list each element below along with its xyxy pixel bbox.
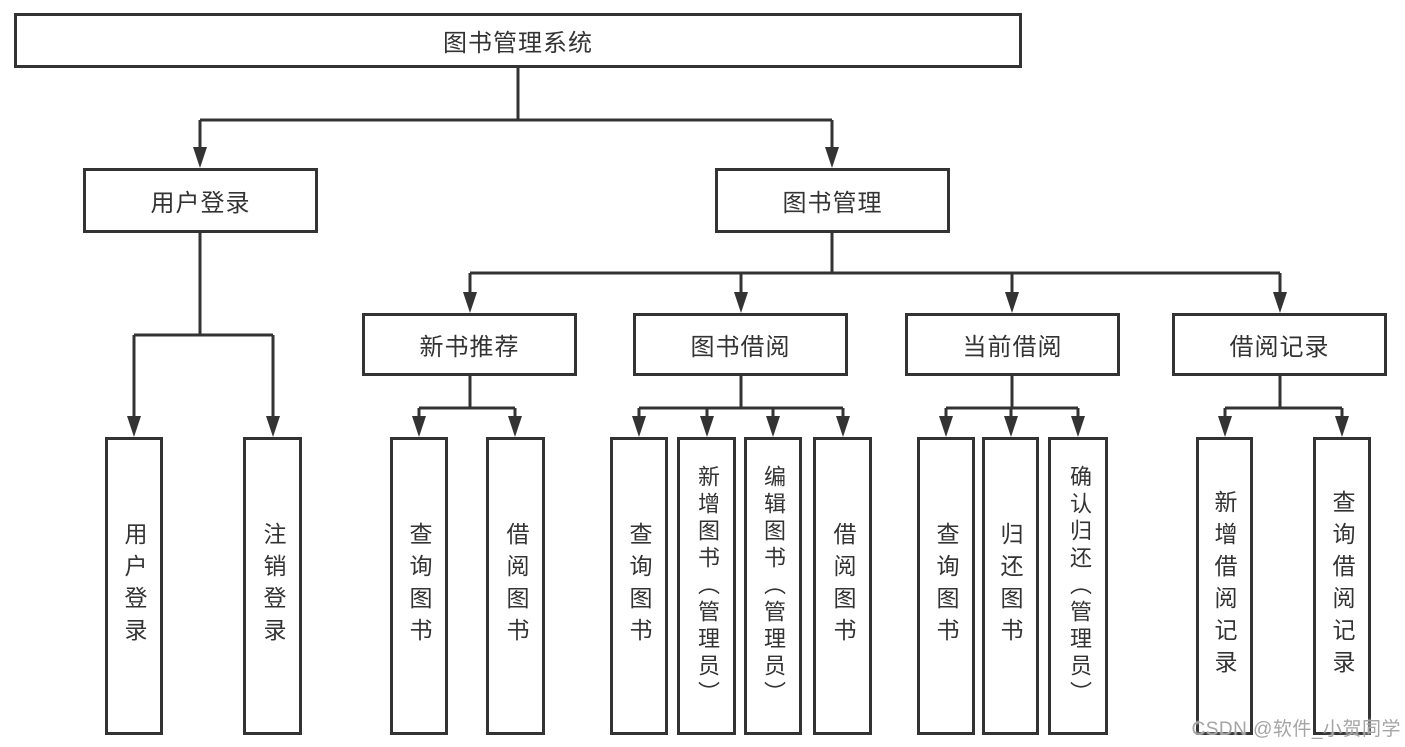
- leaf-recommend-borrow-book: 借阅图书: [486, 437, 545, 735]
- arrowhead: [734, 292, 748, 313]
- node-new-book-recommend: 新书推荐: [362, 313, 577, 376]
- leaf-current-return-book: 归还图书: [982, 437, 1039, 735]
- arrowhead: [632, 416, 646, 437]
- leaf-borrow-query-book: 查询图书: [610, 437, 668, 735]
- arrowhead: [836, 416, 850, 437]
- leaf-borrow-edit-book-admin: 编辑图书（管理员）: [744, 437, 802, 735]
- connector-new-book-recommend-to-children: [412, 376, 522, 437]
- leaf-borrow-borrow-book: 借阅图书: [813, 437, 872, 735]
- node-root-library-system: 图书管理系统: [14, 13, 1022, 68]
- arrowhead: [1218, 416, 1232, 437]
- arrowhead: [193, 147, 207, 168]
- arrowhead: [939, 416, 953, 437]
- leaf-records-add-record: 新增借阅记录: [1196, 437, 1253, 735]
- watermark: CSDN @软件_小贺同学: [1191, 719, 1401, 740]
- leaf-user-login: 用户登录: [105, 437, 163, 735]
- arrowhead: [412, 416, 426, 437]
- arrowhead: [1335, 416, 1349, 437]
- leaf-current-query-book: 查询图书: [917, 437, 975, 735]
- connector-user-login-to-children: [127, 233, 280, 437]
- arrowhead: [1004, 416, 1018, 437]
- arrowhead: [825, 147, 839, 168]
- leaf-borrow-add-book-admin: 新增图书（管理员）: [677, 437, 736, 735]
- arrowhead: [766, 416, 780, 437]
- arrowhead: [1005, 292, 1019, 313]
- arrowhead: [266, 416, 280, 437]
- leaf-records-query-record: 查询借阅记录: [1313, 437, 1371, 735]
- leaf-current-confirm-return-admin: 确认归还（管理员）: [1048, 437, 1108, 735]
- connector-root-to-level2: [193, 68, 839, 168]
- arrowhead: [1273, 292, 1287, 313]
- connector-book-manage-to-level3: [463, 233, 1287, 313]
- arrowhead: [508, 416, 522, 437]
- connector-borrow-records-to-children: [1218, 376, 1349, 437]
- node-user-login: 用户登录: [83, 168, 318, 233]
- node-book-borrow: 图书借阅: [633, 313, 848, 376]
- node-current-borrow: 当前借阅: [905, 313, 1120, 376]
- leaf-logout: 注销登录: [243, 437, 302, 735]
- connector-book-borrow-to-children: [632, 376, 850, 437]
- arrowhead: [1071, 416, 1085, 437]
- arrowhead: [127, 416, 141, 437]
- leaf-recommend-query-book: 查询图书: [390, 437, 448, 735]
- arrowhead: [700, 416, 714, 437]
- connector-current-borrow-to-children: [939, 376, 1085, 437]
- node-borrow-records: 借阅记录: [1172, 313, 1387, 376]
- arrowhead: [463, 292, 477, 313]
- node-book-manage: 图书管理: [715, 168, 950, 233]
